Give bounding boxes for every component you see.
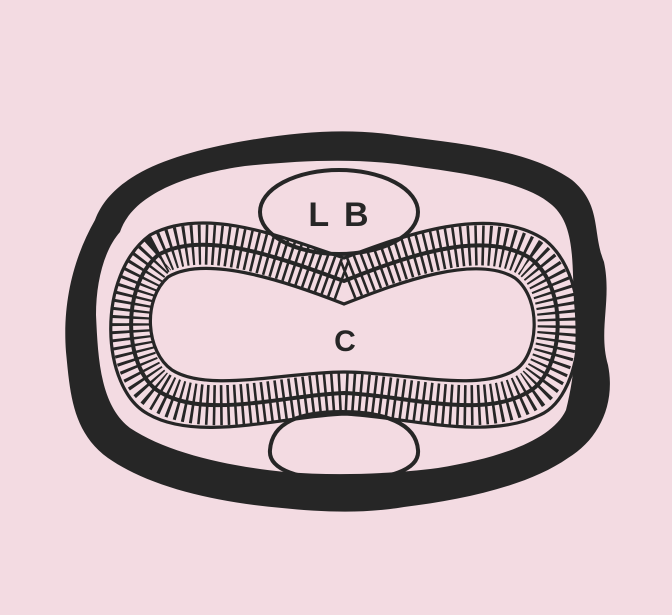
label-lb: L B xyxy=(308,196,371,234)
label-c: C xyxy=(334,325,356,358)
bottom-oval xyxy=(270,412,418,480)
outer-wall xyxy=(65,131,610,511)
